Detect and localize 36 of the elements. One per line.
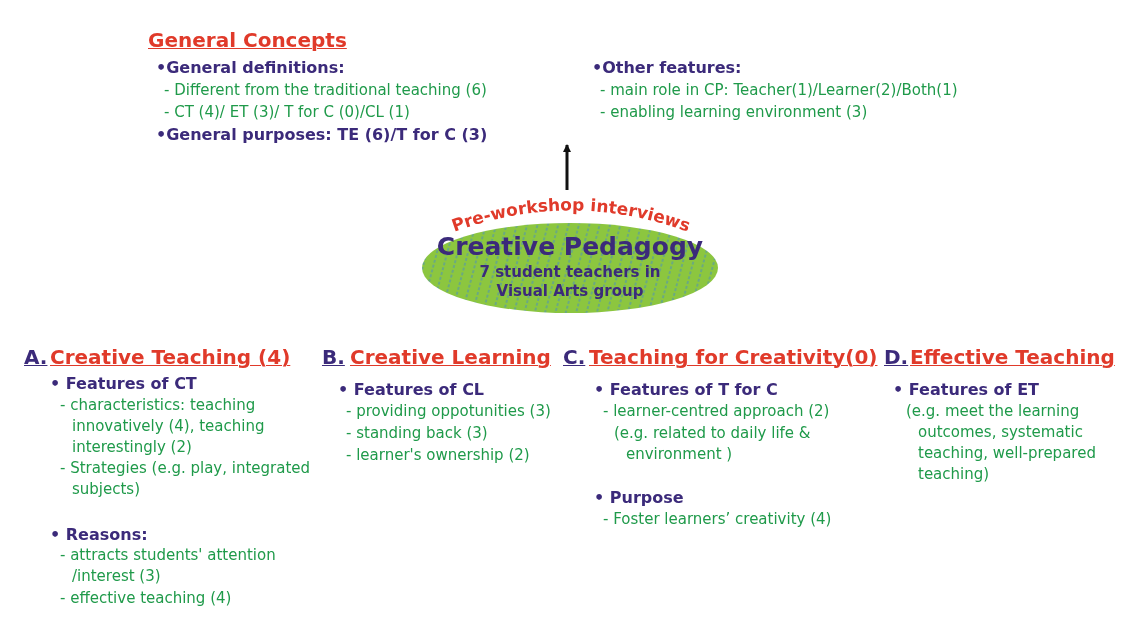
list-item: - Different from the traditional teaching (6) bbox=[164, 80, 487, 101]
list-item: - enabling learning environment (3) bbox=[600, 102, 868, 123]
note: (e.g. related to daily life & environment ) bbox=[614, 423, 812, 465]
list-item: - standing back (3) bbox=[346, 423, 488, 444]
subheading: • Features of T for C bbox=[594, 379, 778, 400]
list-item: - CT (4)/ ET (3)/ T for C (0)/CL (1) bbox=[164, 102, 410, 123]
list-item: - providing oppotunities (3) bbox=[346, 401, 551, 422]
section-letter: A. bbox=[24, 344, 48, 370]
list-item: - attracts students' attention /interest (3) bbox=[60, 545, 277, 587]
list-item: - effective teaching (4) bbox=[60, 588, 232, 609]
subheading: •General purposes: TE (6)/T for C (3) bbox=[156, 124, 488, 145]
subheading: • Features of CT bbox=[50, 373, 197, 394]
list-item: - learner's ownership (2) bbox=[346, 445, 530, 466]
section-heading: Teaching for Creativity(0) bbox=[589, 344, 878, 370]
list-item: - characteristics: teaching innovatively (4), teaching interestingly (2) bbox=[60, 395, 266, 458]
section-letter: D. bbox=[884, 344, 909, 370]
subtitle: 7 student teachers in Visual Arts group bbox=[478, 263, 662, 301]
subheading: • Features of CL bbox=[338, 379, 485, 400]
subheading: • Features of ET bbox=[893, 379, 1039, 400]
subheading: • Purpose bbox=[594, 487, 684, 508]
section-heading: Creative Learning bbox=[350, 344, 551, 370]
list-item: - learner-centred approach (2) bbox=[603, 401, 830, 422]
section-letter: C. bbox=[563, 344, 586, 370]
arrow bbox=[563, 144, 571, 190]
section-heading: Creative Teaching (4) bbox=[50, 344, 291, 370]
heading: General Concepts bbox=[148, 27, 347, 53]
list-item: - Strategies (e.g. play, integrated subjects) bbox=[60, 458, 312, 500]
note: (e.g. meet the learning outcomes, systematic teaching, well-prepared teaching) bbox=[906, 401, 1097, 485]
list-item: - main role in CP: Teacher(1)/Learner(2)/Both(1) bbox=[600, 80, 958, 101]
subheading: •Other features: bbox=[592, 57, 742, 78]
section-heading: Effective Teaching bbox=[910, 344, 1115, 370]
list-item: - Foster learners’ creativity (4) bbox=[603, 509, 832, 530]
title: Creative Pedagogy bbox=[435, 232, 705, 262]
subheading: •General definitions: bbox=[156, 57, 345, 78]
section-letter: B. bbox=[322, 344, 345, 370]
subheading: • Reasons: bbox=[50, 524, 148, 545]
